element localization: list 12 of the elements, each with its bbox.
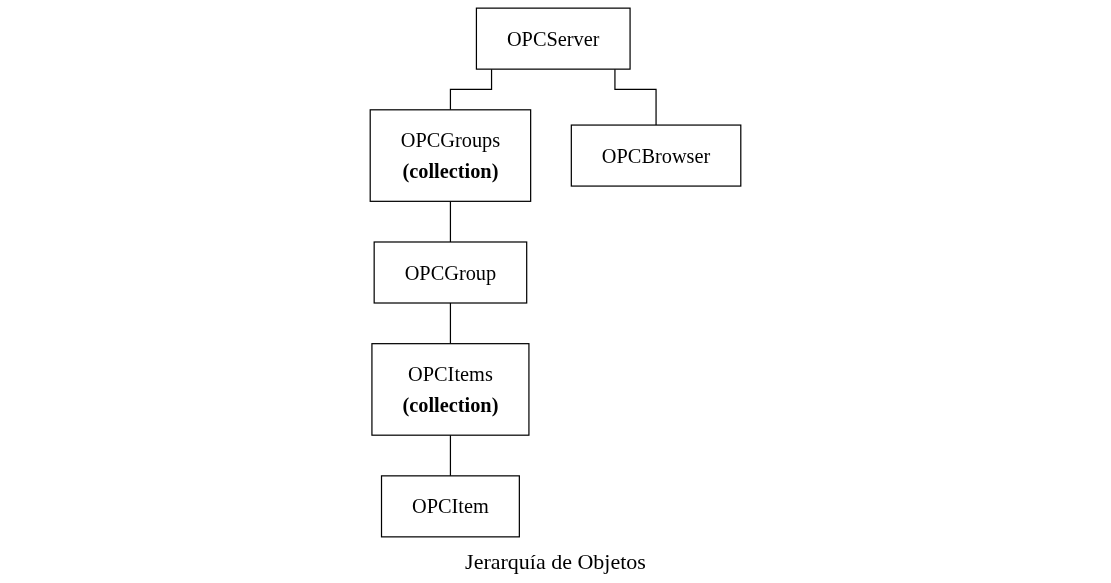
node-box: OPCItems (collection) — [371, 343, 530, 436]
connector — [449, 302, 452, 345]
node-box: OPCGroups (collection) — [369, 109, 532, 202]
figure-caption: Jerarquía de Objetos — [465, 549, 646, 575]
node-box: OPCGroup — [373, 241, 528, 304]
node-box: OPCBrowser — [570, 124, 742, 187]
node-box: OPCItem — [380, 475, 520, 538]
connector — [614, 68, 657, 126]
connector — [449, 68, 493, 111]
connector — [449, 200, 452, 243]
node-box: OPCServer — [475, 7, 631, 70]
connector — [449, 434, 452, 477]
